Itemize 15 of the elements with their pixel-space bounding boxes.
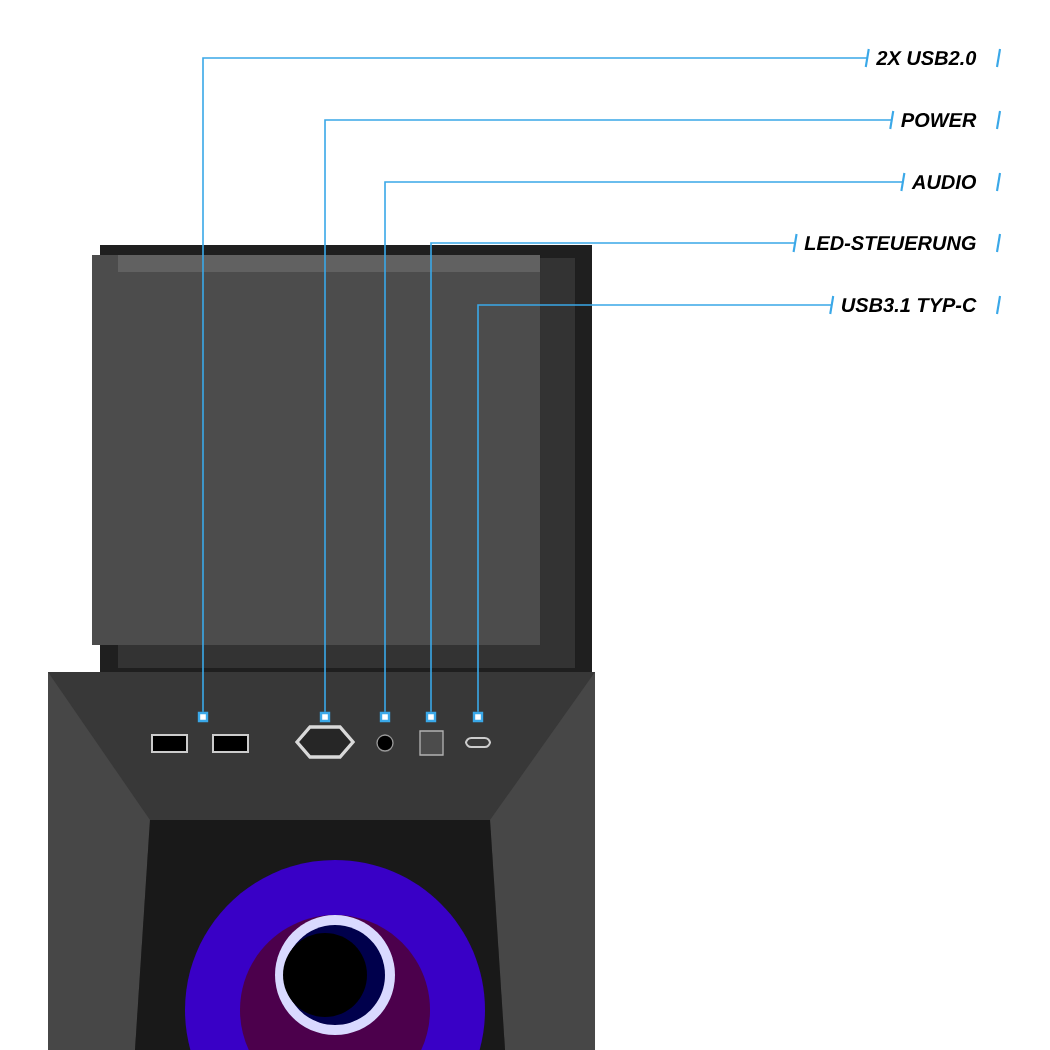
callout-label: AUDIO (911, 174, 977, 190)
leader-line (324, 119, 893, 713)
callout-label: 2X USB2.0 (876, 50, 977, 66)
leader-line (384, 181, 904, 713)
marker-square (319, 711, 331, 723)
leader-line (477, 304, 833, 713)
leader-line (202, 57, 869, 713)
leader-line (430, 242, 796, 713)
marker-square (379, 711, 391, 723)
callout-label: LED-STEUERUNG (804, 235, 976, 251)
marker-square (425, 711, 437, 723)
callout-label: USB3.1 TYP-C (842, 297, 977, 313)
marker-square (472, 711, 484, 723)
marker-square (197, 711, 209, 723)
callout-label: POWER (901, 112, 977, 128)
